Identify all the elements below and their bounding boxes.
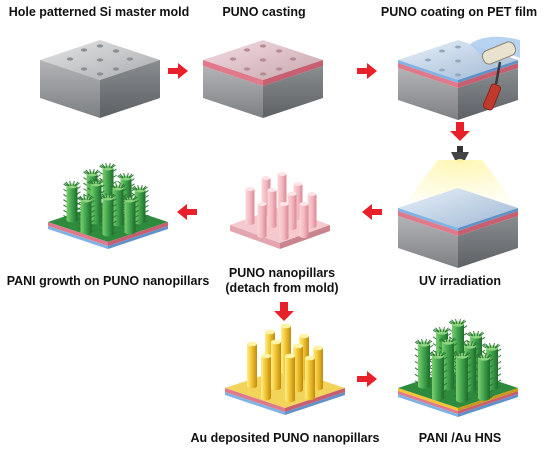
pani-au-hns — [398, 318, 518, 417]
nanopillar — [293, 343, 303, 393]
nanopillar — [307, 191, 317, 229]
arrow-left-icon — [362, 204, 382, 220]
puno-nanopillars — [230, 171, 330, 249]
label-master-mold: Hole patterned Si master mold — [8, 5, 190, 19]
label-au-deposited: Au deposited PUNO nanopillars — [190, 431, 380, 445]
label-puno-nanopillars: PUNO nanopillars — [228, 266, 336, 280]
nanopillar — [267, 187, 277, 229]
uv-lamp-icon — [451, 146, 469, 163]
pani-coated-pillar — [77, 194, 95, 235]
label-uv-irradiation: UV irradiation — [419, 274, 501, 288]
nanopillar — [279, 201, 289, 241]
arrow-right-icon — [168, 63, 188, 79]
pani-coated-pillar — [474, 352, 494, 401]
arrow-down-icon — [274, 302, 294, 321]
roller-icon — [481, 41, 517, 111]
label-detach-from-mold: (detach from mold) — [225, 281, 339, 295]
pani-coated-pillar — [452, 350, 472, 403]
label-pani-au-hns: PANI /Au HNS — [418, 431, 502, 445]
nanopillar — [271, 339, 281, 391]
nanopillar — [247, 341, 257, 389]
arrow-down-icon — [450, 122, 470, 141]
label-puno-casting: PUNO casting — [222, 5, 306, 19]
arrow-right-icon — [357, 371, 377, 387]
nanopillar — [285, 353, 295, 403]
pani-coated-pillar — [99, 192, 117, 237]
label-puno-coating: PUNO coating on PET film — [380, 5, 538, 19]
nanopillar — [261, 353, 271, 401]
nanopillar — [305, 355, 315, 401]
nanopillar — [313, 345, 323, 391]
nanopillar — [287, 191, 297, 231]
nanopillar — [257, 201, 267, 239]
pani-coated-pillar — [121, 194, 139, 235]
pani-coated-pillar — [428, 350, 448, 401]
pani-growth — [48, 162, 168, 249]
puno-casting — [203, 40, 323, 118]
au-deposited-nanopillars — [225, 323, 345, 415]
puno-coating-pet — [398, 36, 520, 120]
uv-irradiation — [398, 146, 520, 268]
arrow-right-icon — [357, 63, 377, 79]
arrow-left-icon — [177, 204, 197, 220]
pani-coated-pillar — [414, 338, 434, 389]
label-pani-growth: PANI growth on PUNO nanopillars — [6, 274, 210, 288]
nanopillar — [245, 186, 255, 226]
nanopillar — [299, 201, 309, 239]
si-master-mold — [40, 40, 160, 118]
